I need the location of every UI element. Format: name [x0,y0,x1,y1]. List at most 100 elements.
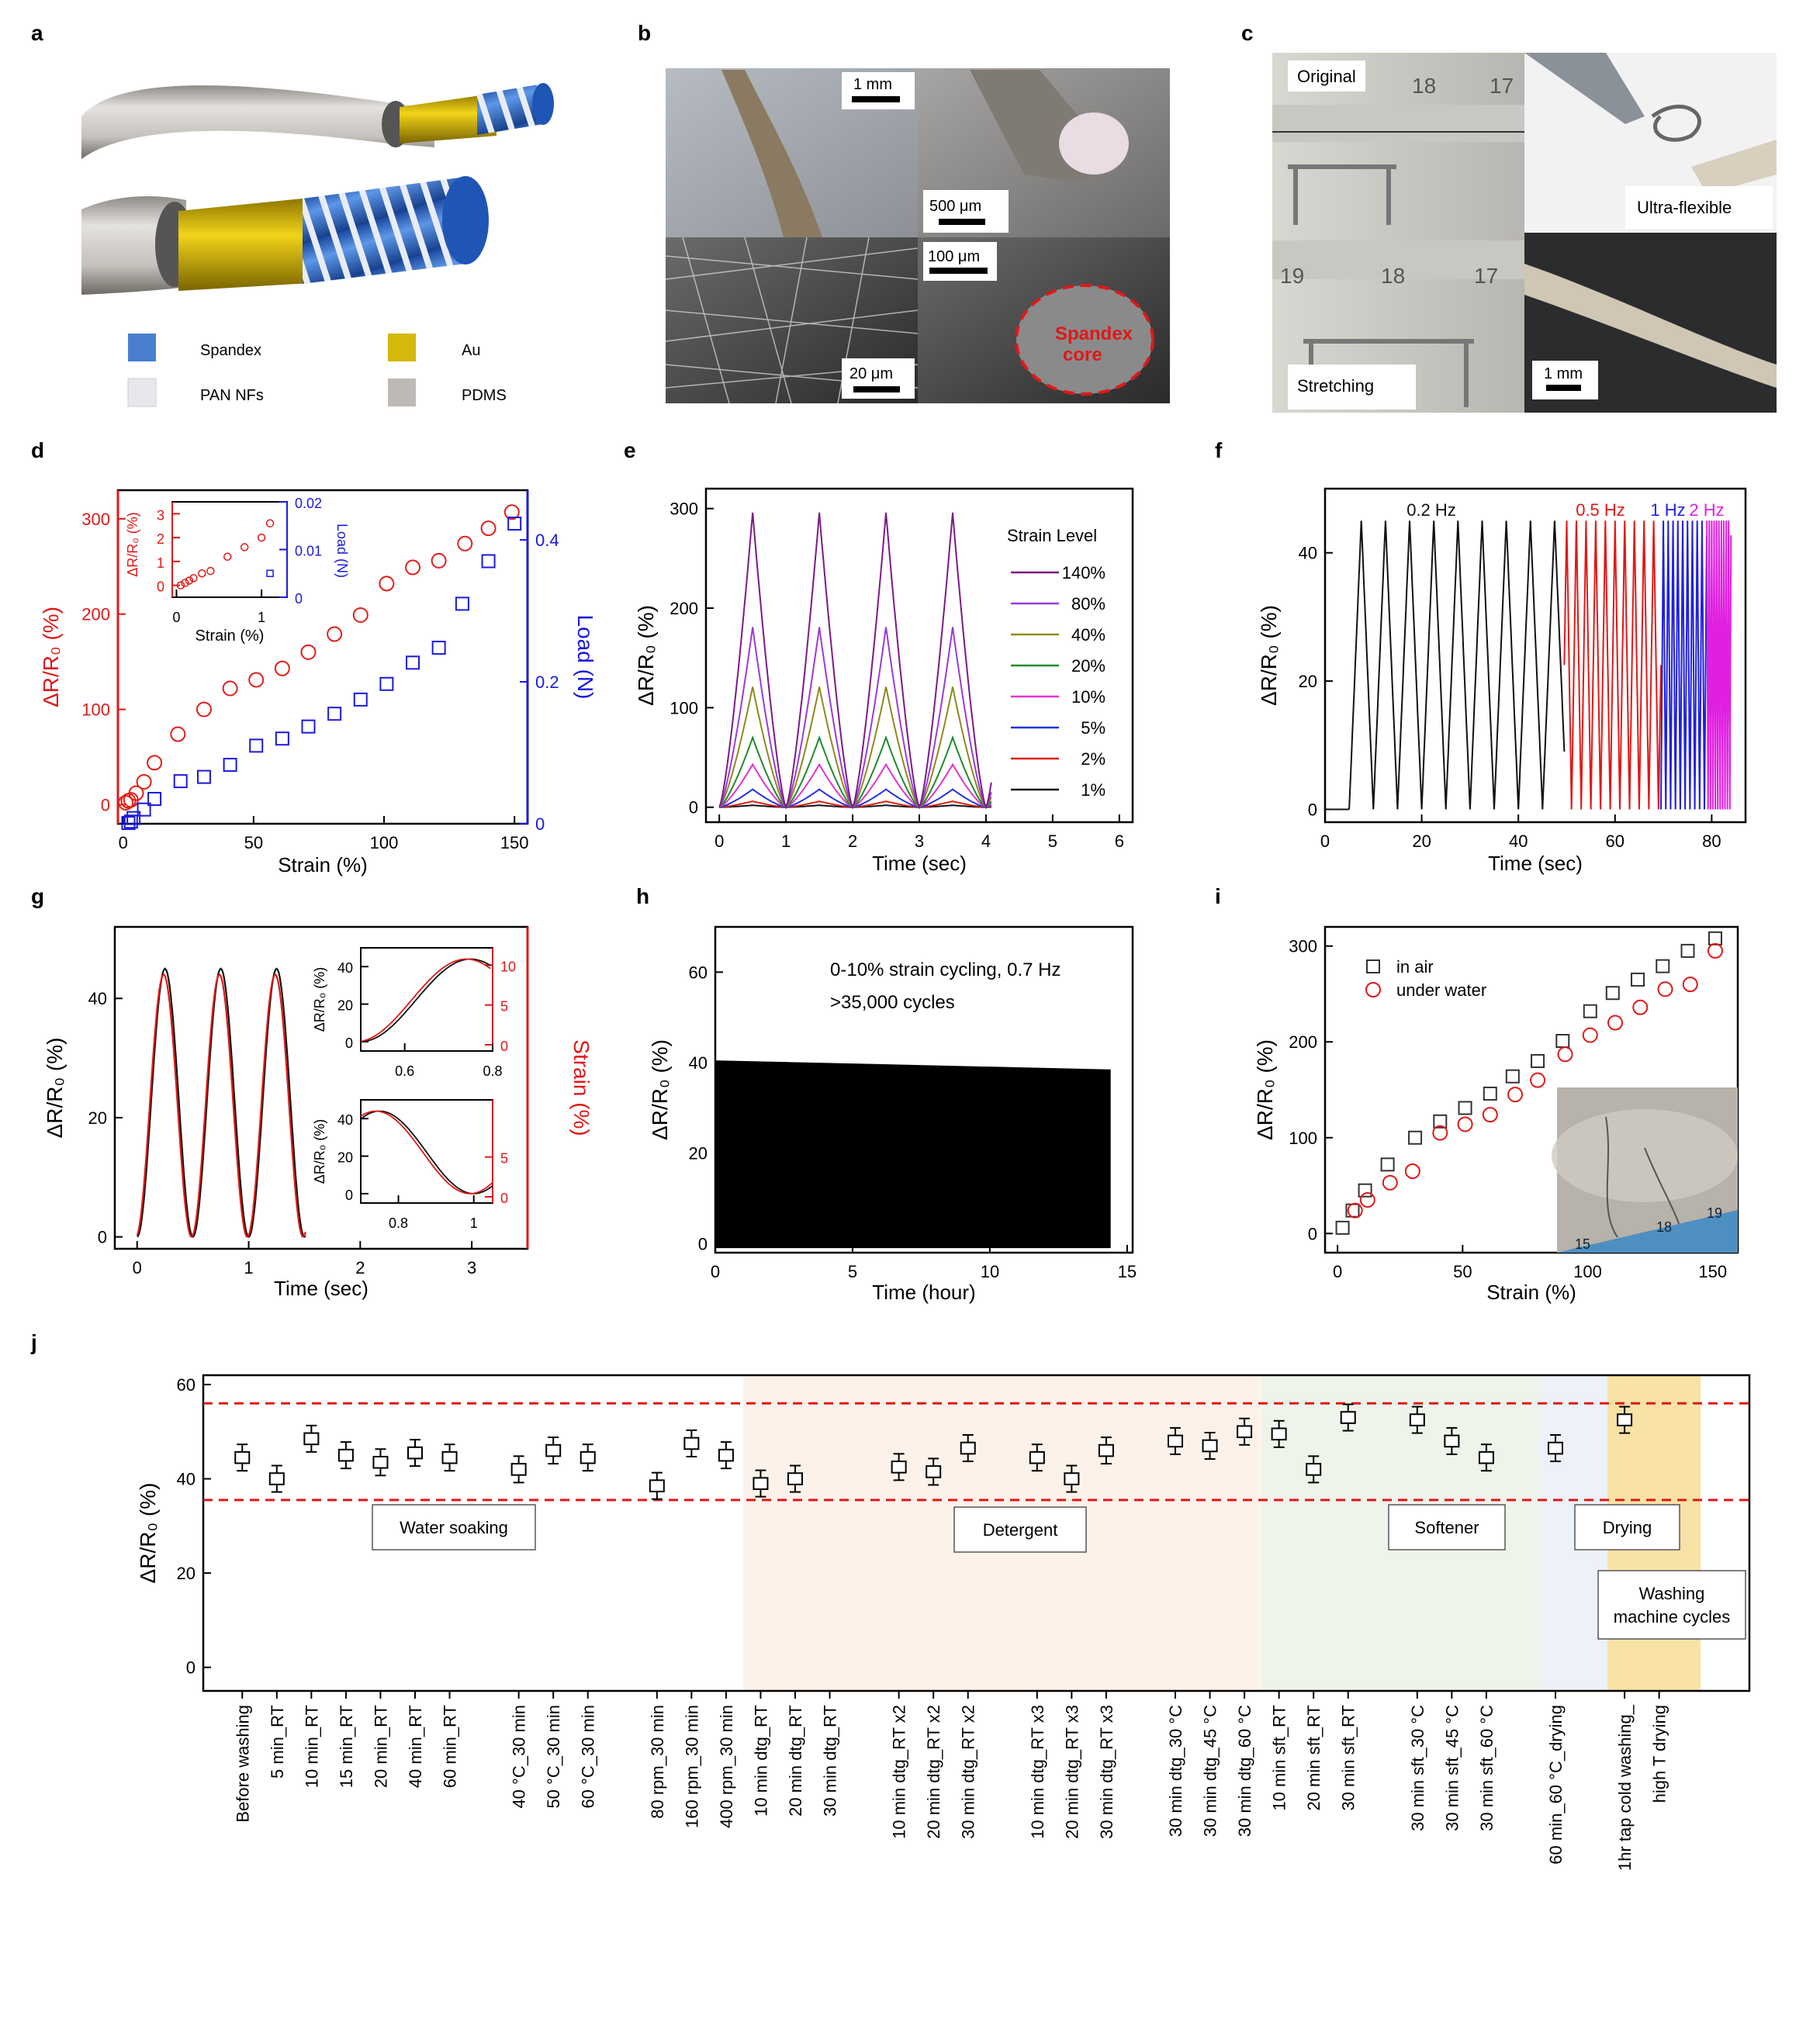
y-axis-label: ΔR/R₀ (%) [43,1038,67,1139]
region-label-box [953,1506,1087,1553]
inset-resistance-point [240,543,249,551]
under-water-point [1557,1046,1573,1063]
inset-line [360,958,491,1042]
y2-axis-label: Strain (%) [569,1039,593,1136]
region-label-box-washing [1597,1570,1746,1640]
y-tick-label: 40 [88,989,107,1008]
box-mark [580,1450,596,1464]
resistance-point [503,504,520,520]
legend-swatch-air [1366,959,1380,973]
y-tick-label: 2 [157,531,164,547]
inset-photo-dish [1552,1109,1738,1202]
category-label: 20 min sft_RT [1304,1705,1323,1811]
box-mark [1548,1441,1563,1455]
under-water-point [1347,1202,1363,1219]
legend-entry: 140% [1062,563,1105,583]
y-tick-label: 0.01 [295,544,322,559]
series-line-ΔR/R₀ [137,967,306,1239]
category-label: 400 rpm_30 min [717,1705,736,1828]
resistance-point [300,644,317,660]
y-tick-label: 0 [535,814,545,834]
y-tick-label: 0 [1308,1224,1317,1243]
x-tick-label: 3 [915,831,924,851]
region-label: Drying [1603,1518,1652,1537]
under-water-point [1530,1072,1546,1088]
x-tick-label: 0 [133,1258,142,1277]
x-tick-label: 80 [1702,831,1721,851]
legend-entry: 1% [1081,780,1105,800]
y-tick-label: 0.2 [535,672,559,692]
legend-entry: 40% [1071,625,1105,645]
region-label: Detergent [983,1520,1058,1540]
box-mark [718,1448,734,1462]
box-mark [1064,1472,1080,1485]
load-point [327,707,342,721]
panel-letter-f: f [1215,438,1223,462]
x-tick-label: 1 [244,1258,253,1277]
y-tick-label: 0 [295,591,303,607]
inset-photo-ruler [1557,1210,1738,1253]
under-water-point [1457,1116,1473,1132]
under-water-point [1482,1107,1498,1123]
y-tick-label: 20 [337,1150,353,1166]
box-mark [1340,1411,1356,1424]
resistance-point [147,755,163,771]
in-air-point [1680,943,1695,958]
category-label: 10 min dtg_RT x2 [890,1705,909,1839]
y-tick-label: 20 [689,1144,708,1163]
in-air-point [1631,972,1645,987]
in-air-point [1433,1114,1448,1129]
y-tick-label: 40 [689,1053,708,1073]
box-mark [1202,1439,1218,1453]
under-water-point [1682,977,1698,993]
box-mark [1409,1413,1425,1426]
x-tick-label: 150 [1698,1262,1727,1281]
category-label: 30 min sft_30 °C [1408,1705,1427,1831]
resistance-point [170,726,186,742]
legend-label-pan: PAN NFs [200,387,264,404]
y2-axis-label: Load (N) [573,615,597,700]
category-label: high T drying [1650,1705,1669,1803]
top-row: a Spandex Au PAN NFs PDMS b [31,21,1777,413]
legend-swatch-pdms [388,379,416,406]
stretch-photos: 18 17 Original Ultra-flexible 19 18 17 S… [1272,53,1777,413]
category-label: 10 min_RT [302,1705,321,1788]
frequency-label: 0.5 Hz [1576,500,1625,520]
resistance-point [457,535,473,551]
x-tick-label: 60 [1606,831,1625,851]
box-mark [1029,1450,1045,1464]
x-tick-label: 0.8 [389,1215,408,1231]
x-tick-label: 15 [1118,1262,1137,1281]
scalebar-box-500um [923,190,1009,233]
under-water-point [1707,942,1723,959]
category-label: 30 min sft_45 °C [1442,1705,1462,1831]
y-axis-label: ΔR/R₀ (%) [125,512,140,577]
in-air-point [1483,1086,1497,1101]
box-mark [683,1436,700,1450]
legend-entry: 2% [1081,749,1105,769]
category-label: 20 min dtg_RT [786,1705,805,1817]
y-tick-label: 20 [177,1564,195,1583]
ultra-flexible-label: Ultra-flexible [1637,198,1732,217]
box-mark [510,1463,527,1476]
y-tick-label: 20 [1299,672,1317,691]
y-tick-label: 0 [186,1658,195,1678]
x-tick-label: 20 [1412,831,1431,851]
y-tick-label: 300 [81,510,110,529]
legend-title: Strain Level [1007,526,1097,545]
scalebar-label-c: 1 mm [1544,365,1583,382]
y-tick-label: 0 [1308,800,1317,819]
x-tick-label: 100 [370,833,399,852]
y-tick-label: 3 [157,507,164,523]
under-water-point [1507,1087,1524,1103]
y-tick-label: 300 [1289,937,1317,956]
x-axis-label: Time (sec) [274,1277,368,1300]
y-tick-label: 60 [177,1375,195,1395]
scalebar-label-500um: 500 μm [929,198,981,215]
box-mark [1098,1443,1114,1457]
y-tick-label: 0 [157,579,164,595]
box-mark [1444,1434,1460,1448]
region-label: Softener [1414,1518,1479,1537]
